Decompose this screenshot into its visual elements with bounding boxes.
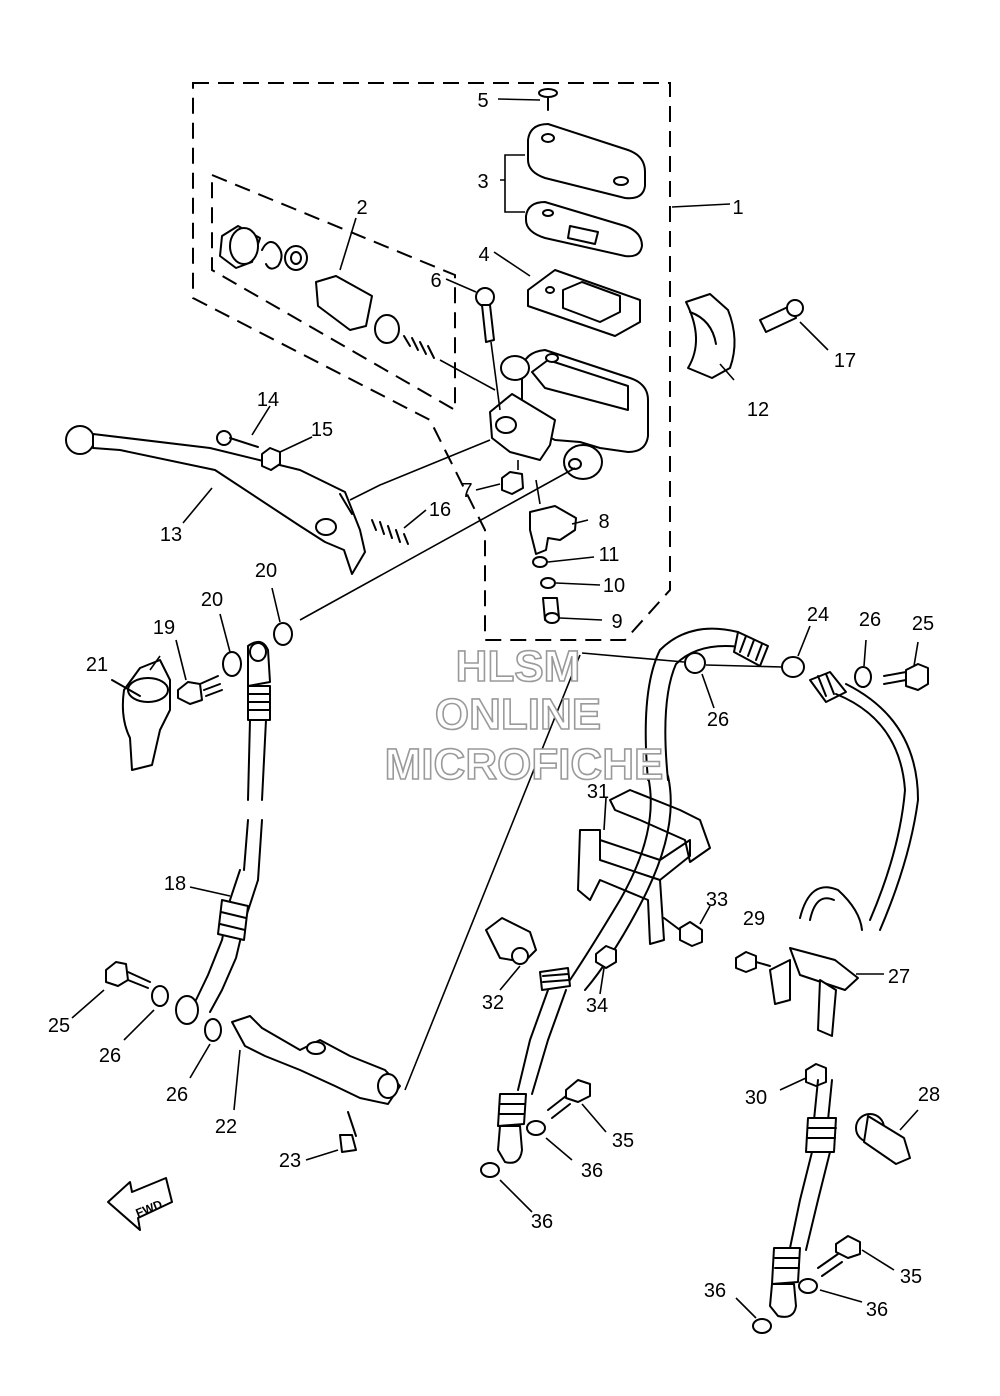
union-bolt-lower bbox=[735, 1235, 895, 1319]
watermark-line-2: ONLINE bbox=[435, 690, 601, 739]
callout-label: 14 bbox=[257, 389, 279, 411]
lever-nut bbox=[261, 447, 281, 471]
callout-label: 26 bbox=[99, 1045, 121, 1067]
callout-label: 35 bbox=[612, 1130, 634, 1152]
callout-label: 6 bbox=[430, 270, 441, 292]
lever-spring bbox=[371, 519, 409, 545]
callout-label: 36 bbox=[704, 1280, 726, 1302]
callout-label: 22 bbox=[215, 1116, 237, 1138]
callout-label: 27 bbox=[888, 966, 910, 988]
callout-label: 18 bbox=[164, 873, 186, 895]
callout-label: 29 bbox=[743, 908, 765, 930]
lower-hose-mid bbox=[480, 967, 571, 1178]
bracket-nut-right bbox=[779, 1063, 827, 1091]
callout-label: 36 bbox=[531, 1211, 553, 1233]
pivot-bolt bbox=[475, 287, 501, 411]
callout-label: 25 bbox=[912, 613, 934, 635]
callout-labels: 1 2 3 4 5 6 7 8 9 10 11 12 13 14 15 16 1… bbox=[48, 90, 940, 1321]
callout-label: 28 bbox=[918, 1084, 940, 1106]
callout-label: 20 bbox=[255, 560, 277, 582]
callout-label: 33 bbox=[706, 889, 728, 911]
union-bolt-upper bbox=[499, 1079, 607, 1213]
callout-label: 26 bbox=[707, 709, 729, 731]
callout-label: 4 bbox=[478, 244, 489, 266]
callout-label: 15 bbox=[311, 419, 333, 441]
callout-label: 23 bbox=[279, 1150, 301, 1172]
bracket-bolt-right bbox=[735, 951, 771, 973]
bracket-nut bbox=[595, 945, 617, 995]
assembly-outline-2 bbox=[211, 173, 456, 412]
hose-bracket-left bbox=[569, 775, 711, 991]
watermark-line-1: HLSM bbox=[456, 642, 581, 691]
watermark-line-3: MICROFICHE bbox=[385, 740, 664, 789]
callout-label: 36 bbox=[581, 1160, 603, 1182]
switch-washers bbox=[532, 556, 560, 624]
hose-joint bbox=[231, 654, 581, 1161]
callout-label: 21 bbox=[86, 654, 108, 676]
callout-label: 11 bbox=[599, 544, 620, 566]
callout-label: 25 bbox=[48, 1015, 70, 1037]
brake-lever bbox=[65, 425, 366, 575]
diaphragm bbox=[527, 269, 641, 337]
left-union-hardware bbox=[71, 961, 222, 1079]
reservoir-cap bbox=[527, 123, 646, 200]
upper-hose bbox=[581, 625, 929, 931]
diaphragm-plate bbox=[525, 201, 643, 258]
hose-fittings-left bbox=[111, 587, 293, 881]
callout-label: 35 bbox=[900, 1266, 922, 1288]
callout-label: 13 bbox=[160, 524, 182, 546]
callout-label: 5 bbox=[477, 90, 488, 112]
piston-kit bbox=[219, 225, 496, 391]
lever-bolt bbox=[216, 430, 259, 448]
callout-label: 26 bbox=[859, 609, 881, 631]
callout-label: 9 bbox=[611, 611, 622, 633]
nut bbox=[501, 460, 524, 495]
callout-label: 26 bbox=[166, 1084, 188, 1106]
hose-bracket-right bbox=[769, 886, 884, 1037]
handlebar-holder bbox=[685, 293, 736, 379]
callout-label: 10 bbox=[603, 575, 625, 597]
brake-switch bbox=[529, 479, 577, 555]
assembly-outline-1 bbox=[192, 82, 671, 641]
callout-label: 20 bbox=[201, 589, 223, 611]
holder-bolt bbox=[759, 299, 804, 333]
callout-label: 12 bbox=[747, 399, 769, 421]
callout-label: 7 bbox=[461, 480, 472, 502]
clamp-left bbox=[485, 917, 537, 991]
callout-label: 16 bbox=[429, 499, 451, 521]
lower-hose-left bbox=[189, 869, 259, 1013]
callout-label: 31 bbox=[587, 781, 609, 803]
callout-label: 30 bbox=[745, 1087, 767, 1109]
fwd-arrow: FWD bbox=[107, 1177, 173, 1231]
callout-label: 32 bbox=[482, 992, 504, 1014]
callout-label: 34 bbox=[586, 995, 608, 1017]
master-cylinder-body bbox=[489, 349, 649, 480]
cap-screw bbox=[538, 88, 558, 111]
callout-label: 36 bbox=[866, 1299, 888, 1321]
lower-hose-right bbox=[752, 1079, 837, 1334]
clamp-right bbox=[855, 1109, 919, 1165]
callout-label: 19 bbox=[153, 617, 175, 639]
leader-lines bbox=[182, 98, 829, 621]
watermark: HLSM ONLINE MICROFICHE bbox=[384, 641, 664, 790]
callout-label: 2 bbox=[356, 197, 367, 219]
callout-label: 8 bbox=[598, 511, 609, 533]
callout-label: 17 bbox=[834, 350, 856, 372]
bracket-bolt bbox=[663, 905, 711, 947]
callout-label: 24 bbox=[807, 604, 829, 626]
callout-label: 1 bbox=[732, 197, 743, 219]
callout-label: 3 bbox=[477, 171, 488, 193]
